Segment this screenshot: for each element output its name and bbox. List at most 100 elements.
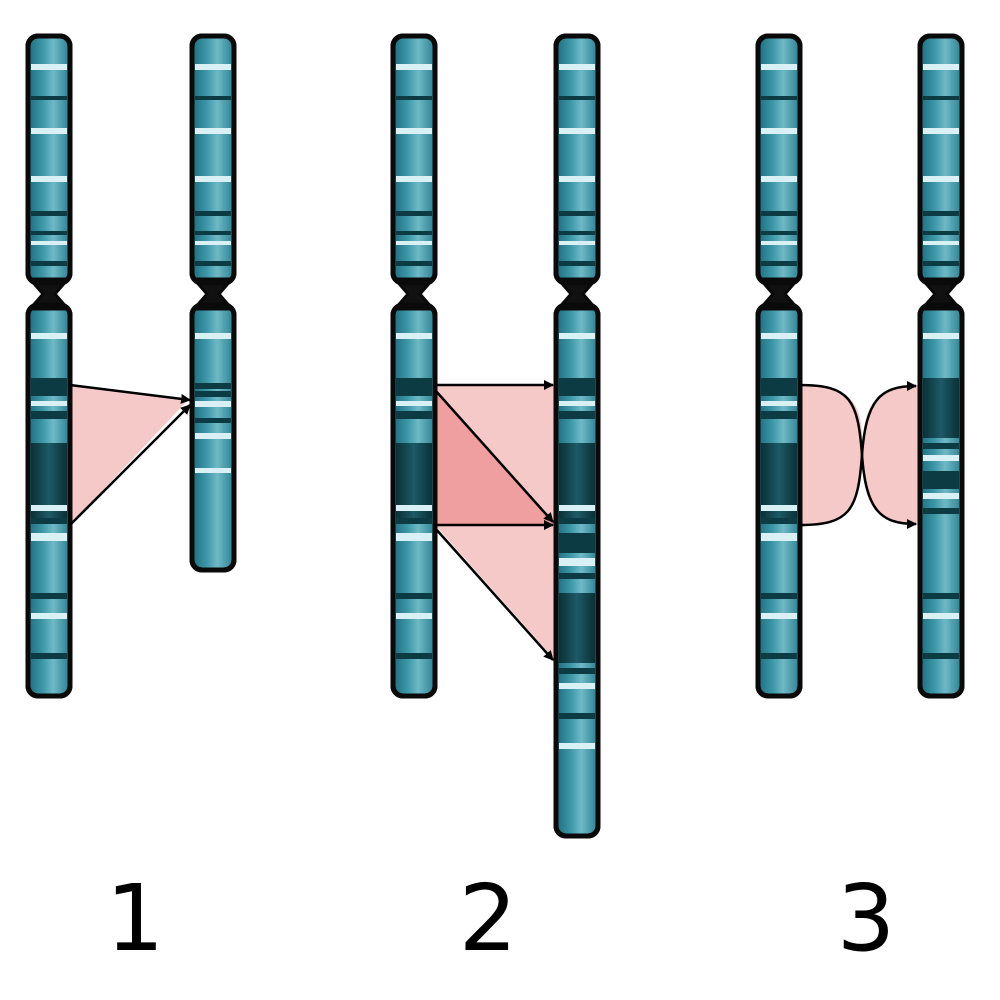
panel1-chromosome-left-band-q1 xyxy=(31,378,67,396)
panel2-chromosome-left-band-q10 xyxy=(396,653,432,659)
panel1-arrow-top xyxy=(69,383,191,404)
panel3-chromosome-left-band-q9 xyxy=(761,613,797,619)
panel2-chromosome-left-band-p3 xyxy=(396,176,432,182)
panel1-chromosome-right-band-p0 xyxy=(195,64,231,70)
panel2-chromosome-right-band-q14 xyxy=(559,743,595,749)
panel1-chromosome-left-band-p3 xyxy=(31,176,67,182)
panel3-transfer-left xyxy=(800,385,863,525)
panel3-chromosome-left-band-q0 xyxy=(761,333,797,339)
panel1-chromosome-left xyxy=(25,33,73,699)
panel1-chromosome-left-band-q5 xyxy=(31,505,67,511)
panel3-chromosome-right-band-p5 xyxy=(923,231,959,235)
panel2-chromosome-left-band-q7 xyxy=(396,533,432,541)
panel1-chromosome-right-band-q4 xyxy=(195,418,231,423)
panel2-chromosome-right-band-q12 xyxy=(559,683,595,689)
panel3-chromosome-left-q-outline xyxy=(755,302,803,699)
panel3-chromosome-right-band-p0 xyxy=(923,64,959,70)
panel1-transfer-region xyxy=(70,385,188,525)
panel2-chromosome-left-band-q3 xyxy=(396,411,432,419)
panel2-chromosome-right-p-arm xyxy=(553,33,601,286)
panel1-chromosome-right-band-p5 xyxy=(195,231,231,235)
panel2-chromosome-left-p-arm xyxy=(390,33,438,286)
panel-label-2: 2 xyxy=(459,865,518,972)
panel3-chromosome-left-band-p7 xyxy=(761,261,797,266)
panel1-chromosome-right-band-q1 xyxy=(195,383,231,389)
panel2-chromosome-right-band-q13 xyxy=(559,713,595,719)
panel2-chromosome-right-band-q1 xyxy=(559,378,595,396)
panel1-chromosome-left-band-q8 xyxy=(31,593,67,599)
panel2-chromosome-left-q-outline xyxy=(390,302,438,699)
panel2-chromosome-left-band-p4 xyxy=(396,211,432,216)
panel3-chromosome-right-q-arm xyxy=(917,302,965,699)
panel2-chromosome-right-band-p2 xyxy=(559,128,595,134)
panel2-arrow-2 xyxy=(434,389,554,523)
panel2-chromosome-right-band-p7 xyxy=(559,261,595,266)
panel1-chromosome-left-band-p1 xyxy=(31,96,67,100)
panel2-chromosome-right-band-p1 xyxy=(559,96,595,100)
panel1-chromosome-right-p-outline xyxy=(189,33,237,286)
panel2-chromosome-left xyxy=(390,33,438,699)
panel3-chromosome-right-q-outline xyxy=(917,302,965,699)
panel3-chromosome-left-band-p1 xyxy=(761,96,797,100)
chromosomes xyxy=(25,33,965,839)
panel2-chromosome-right xyxy=(553,33,601,839)
panel1-chromosome-left-band-q7 xyxy=(31,533,67,541)
panel2-chromosome-right-band-p3 xyxy=(559,176,595,182)
panel3-chromosome-left-band-q1 xyxy=(761,378,797,396)
panel1-chromosome-left-p-outline xyxy=(25,33,73,286)
panel3-chromosome-right-band-q3 xyxy=(923,455,959,461)
panel1-chromosome-left-band-q10 xyxy=(31,653,67,659)
panel1-chromosome-right-p-arm xyxy=(189,33,237,286)
panel-label-1: 1 xyxy=(106,865,165,972)
panel3-chromosome-right-band-q2 xyxy=(923,443,959,449)
panel3-chromosome-right-band-q0 xyxy=(923,333,959,339)
panel2-chromosome-left-band-q0 xyxy=(396,333,432,339)
panel3-chromosome-left-band-p0 xyxy=(761,64,797,70)
panel2-chromosome-right-band-q11 xyxy=(559,668,595,674)
panel1-chromosome-right-band-q3 xyxy=(195,401,231,407)
panel1-chromosome-right xyxy=(189,33,237,573)
panel3-chromosome-left xyxy=(755,33,803,699)
panel3-chromosome-right-band-q5 xyxy=(923,493,959,499)
panel3-chromosome-left-band-p4 xyxy=(761,211,797,216)
panel1-chromosome-left-q-outline xyxy=(25,302,73,699)
panel2-chromosome-right-band-q9 xyxy=(559,573,595,579)
panel3-chromosome-left-band-q10 xyxy=(761,653,797,659)
panel3-chromosome-right-band-q6 xyxy=(923,508,959,514)
panel2-chromosome-right-band-p5 xyxy=(559,231,595,235)
panel3-chromosome-left-p-arm xyxy=(755,33,803,286)
panel1-chromosome-right-band-p1 xyxy=(195,96,231,100)
panel2-chromosome-left-band-p2 xyxy=(396,128,432,134)
panel1-chromosome-right-band-q5 xyxy=(195,433,231,439)
panel2-chromosome-left-band-q2 xyxy=(396,401,432,406)
panel2-arrow-4 xyxy=(434,527,554,661)
panel2-chromosome-right-band-q5 xyxy=(559,505,595,511)
panel3-chromosome-left-p-outline xyxy=(755,33,803,286)
panel1-chromosome-left-band-p5 xyxy=(31,231,67,235)
panel2-chromosome-right-band-q2 xyxy=(559,401,595,406)
panel3-chromosome-left-band-q3 xyxy=(761,411,797,419)
panel1-chromosome-left-band-p2 xyxy=(31,128,67,134)
panel2-chromosome-left-band-q6 xyxy=(396,518,432,524)
panel1-chromosome-left-band-q9 xyxy=(31,613,67,619)
panel3-chromosome-right-p-outline xyxy=(917,33,965,286)
panel3-chromosome-left-band-q5 xyxy=(761,505,797,511)
panel2-chromosome-left-band-q1 xyxy=(396,378,432,396)
panel3-chromosome-right-band-p7 xyxy=(923,261,959,266)
panel3-chromosome-left-band-q2 xyxy=(761,401,797,406)
panel1-chromosome-left-band-q0 xyxy=(31,333,67,339)
panel3-chromosome-left-band-p2 xyxy=(761,128,797,134)
panel1-chromosome-left-band-p6 xyxy=(31,241,67,245)
panel3-chromosome-right-band-p1 xyxy=(923,96,959,100)
panel1-arrow-bottom xyxy=(69,404,191,526)
panel3-chromosome-right-band-p2 xyxy=(923,128,959,134)
panel1-chromosome-left-band-p7 xyxy=(31,261,67,266)
panel2-chromosome-left-band-p6 xyxy=(396,241,432,245)
panel1-chromosome-left-band-p4 xyxy=(31,211,67,216)
panel1-chromosome-right-q-outline xyxy=(189,302,237,573)
panel2-chromosome-right-p-outline xyxy=(553,33,601,286)
panel3-chromosome-right-band-p3 xyxy=(923,176,959,182)
panel2-chromosome-right-band-p6 xyxy=(559,241,595,245)
panel1-chromosome-right-band-p6 xyxy=(195,241,231,245)
panel3-chromosome-left-band-p5 xyxy=(761,231,797,235)
